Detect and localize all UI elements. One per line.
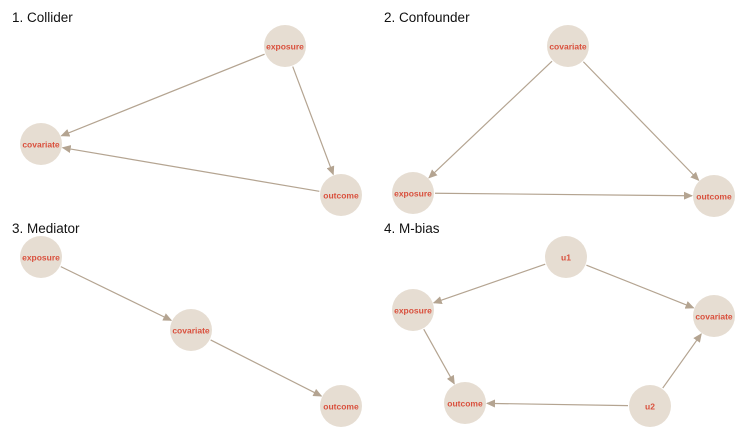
node-covariate: covariate [693, 295, 735, 337]
panel-1: 1. Collider exposure covariate outcome [12, 10, 362, 216]
node-circle [20, 236, 62, 278]
node-label: exposure [22, 252, 60, 262]
panel-3: 3. Mediator exposure covariate outcome [12, 221, 362, 427]
panel-2: 2. Confounder covariate exposure outcome [384, 10, 735, 217]
node-circle [629, 385, 671, 427]
node-circle [693, 295, 735, 337]
node-outcome: outcome [444, 382, 486, 424]
edge-exposure-to-covariate [60, 266, 173, 321]
node-exposure: exposure [20, 236, 62, 278]
node-circle [392, 289, 434, 331]
node-circle [264, 25, 306, 67]
node-circle [392, 172, 434, 214]
node-u1: u1 [545, 236, 587, 278]
node-circle [170, 309, 212, 351]
node-label: covariate [22, 139, 60, 149]
node-outcome: outcome [693, 175, 735, 217]
node-circle [547, 25, 589, 67]
node-u2: u2 [629, 385, 671, 427]
panel-title: 2. Confounder [384, 10, 470, 25]
edge-exposure-to-outcome [434, 191, 694, 200]
node-label: outcome [323, 190, 359, 200]
node-label: exposure [394, 188, 432, 198]
node-circle [20, 123, 62, 165]
edge-covariate-to-outcome [210, 339, 323, 397]
node-exposure: exposure [392, 289, 434, 331]
edge-u1-to-covariate [586, 264, 695, 309]
edge-covariate-to-exposure [428, 60, 553, 179]
node-label: u2 [645, 401, 655, 411]
node-exposure: exposure [264, 25, 306, 67]
node-circle [545, 236, 587, 278]
node-covariate: covariate [20, 123, 62, 165]
node-label: exposure [394, 305, 432, 315]
node-label: covariate [172, 325, 210, 335]
node-label: outcome [696, 191, 732, 201]
panel-title: 1. Collider [12, 10, 73, 25]
edge-u2-to-covariate [662, 333, 702, 389]
panel-4: 4. M-bias u1 exposure covariate outcome u2 [384, 221, 735, 427]
node-circle [444, 382, 486, 424]
node-circle [320, 385, 362, 427]
edge-exposure-to-outcome [292, 66, 335, 176]
panel-title: 4. M-bias [384, 221, 440, 236]
edge-u1-to-exposure [432, 263, 546, 304]
edge-exposure-to-covariate [60, 53, 265, 137]
node-label: exposure [266, 41, 304, 51]
edge-exposure-to-outcome [423, 328, 455, 385]
edge-covariate-to-outcome [582, 61, 700, 181]
node-outcome: outcome [320, 385, 362, 427]
node-label: outcome [447, 398, 483, 408]
node-circle [693, 175, 735, 217]
node-circle [320, 174, 362, 216]
edge-outcome-to-covariate [61, 145, 320, 192]
node-label: covariate [549, 41, 587, 51]
edge-u2-to-outcome [485, 399, 629, 408]
panel-title: 3. Mediator [12, 221, 80, 236]
node-label: covariate [695, 311, 733, 321]
node-label: outcome [323, 401, 359, 411]
node-label: u1 [561, 252, 571, 262]
node-covariate: covariate [170, 309, 212, 351]
node-outcome: outcome [320, 174, 362, 216]
node-covariate: covariate [547, 25, 589, 67]
node-exposure: exposure [392, 172, 434, 214]
